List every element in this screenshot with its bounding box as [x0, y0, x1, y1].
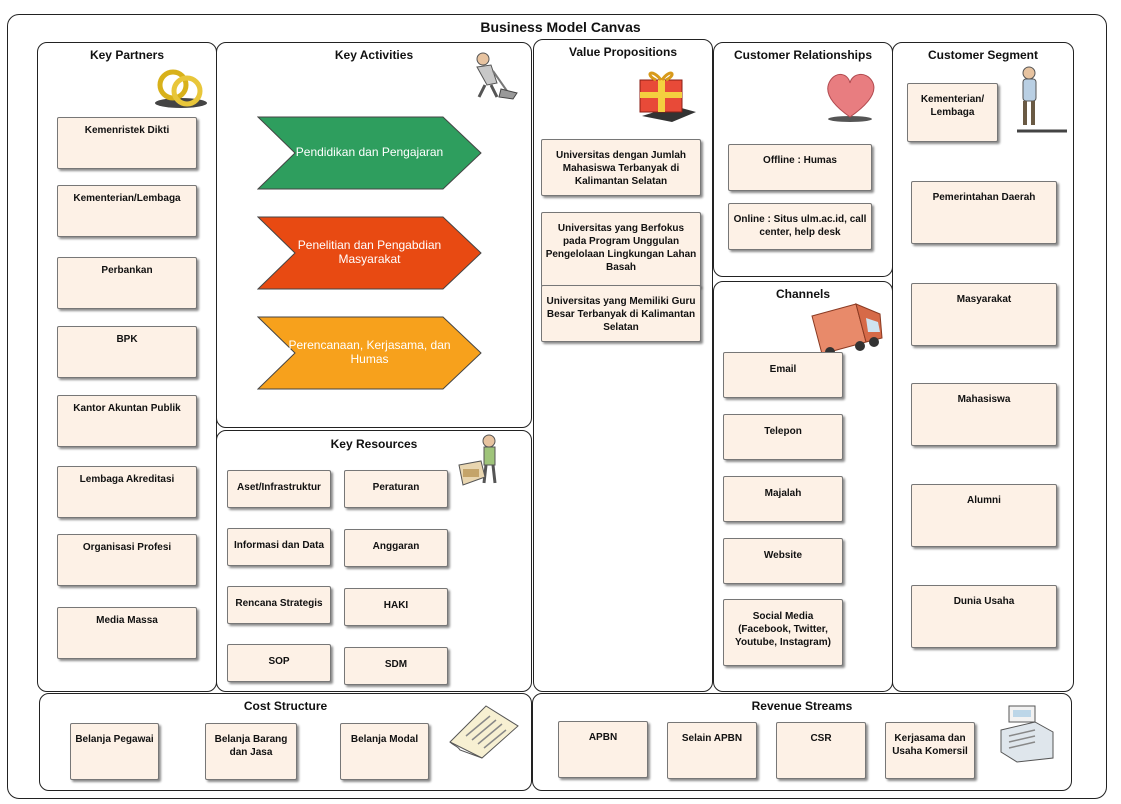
resource-card: Aset/Infrastruktur [227, 470, 331, 508]
resource-card: SOP [227, 644, 331, 682]
cost-card: Belanja Pegawai [70, 723, 159, 780]
segment-card: Masyarakat [911, 283, 1057, 346]
section-cost-structure: Cost Structure Belanja Pegawai Belanja B… [39, 693, 532, 791]
partner-card: BPK [57, 326, 197, 378]
value-card: Universitas dengan Jumlah Mahasiswa Terb… [541, 139, 701, 196]
section-customer-relationships: Customer Relationships Offline : Humas O… [713, 42, 893, 277]
canvas-frame [7, 14, 1107, 799]
section-key-partners: Key Partners Kemenristek Dikti Kementeri… [37, 42, 217, 692]
value-card: Universitas yang Berfokus pada Program U… [541, 212, 701, 287]
resource-card: Rencana Strategis [227, 586, 331, 624]
revenue-card: Kerjasama dan Usaha Komersil [885, 722, 975, 779]
heart-icon [827, 74, 875, 122]
segment-card: Dunia Usaha [911, 585, 1057, 648]
partner-card: Lembaga Akreditasi [57, 466, 197, 518]
section-title: Customer Segment [927, 48, 1039, 62]
channel-card: Social Media (Facebook, Twitter, Youtube… [723, 599, 843, 666]
section-title: Value Propositions [568, 45, 678, 59]
resource-card: HAKI [344, 588, 448, 626]
channel-card: Website [723, 538, 843, 584]
gift-icon [639, 71, 696, 122]
activity-arrow [257, 216, 482, 290]
channel-card: Majalah [723, 476, 843, 522]
section-key-resources: Key Resources Aset/Infrastruktur Peratur… [216, 430, 532, 692]
activity-arrow [257, 116, 482, 190]
section-value-propositions: Value Propositions Universitas dengan Ju… [533, 39, 713, 692]
document-icon [449, 705, 519, 759]
cash-register-icon [1000, 705, 1054, 763]
section-title: Key Activities [334, 48, 414, 62]
resource-card: Peraturan [344, 470, 448, 508]
section-title: Key Resources [330, 437, 418, 451]
activity-label: Penelitian dan Pengabdian Masyarakat [297, 238, 442, 266]
partner-card: Kantor Akuntan Publik [57, 395, 197, 447]
channel-card: Telepon [723, 414, 843, 460]
resource-card: Informasi dan Data [227, 528, 331, 566]
cost-card: Belanja Barang dan Jasa [205, 723, 297, 780]
section-title: Key Partners [89, 48, 165, 62]
activity-arrow [257, 316, 482, 390]
cost-card: Belanja Modal [340, 723, 429, 780]
section-key-activities: Key Activities Pendidikan dan Pengajaran… [216, 42, 532, 428]
revenue-card: APBN [558, 721, 648, 778]
revenue-card: CSR [776, 722, 866, 779]
worker-icon [476, 52, 518, 100]
segment-card: Mahasiswa [911, 383, 1057, 446]
segment-card: Alumni [911, 484, 1057, 547]
partner-card: Perbankan [57, 257, 197, 309]
section-channels: Channels Email Telepon Majalah Website S… [713, 281, 893, 692]
activity-label: Perencanaan, Kerjasama, dan Humas [288, 338, 451, 366]
relationship-card: Offline : Humas [728, 144, 872, 191]
section-title: Revenue Streams [751, 699, 853, 713]
section-customer-segment: Customer Segment Kementerian/ Lembaga Pe… [892, 42, 1074, 692]
value-card: Universitas yang Memiliki Guru Besar Ter… [541, 285, 701, 342]
revenue-card: Selain APBN [667, 722, 757, 779]
section-title: Channels [775, 287, 830, 301]
partner-card: Kementerian/Lembaga [57, 185, 197, 237]
resource-card: Anggaran [344, 529, 448, 567]
section-revenue-streams: Revenue Streams APBN Selain APBN CSR Ker… [532, 693, 1072, 791]
canvas-title: Business Model Canvas [480, 19, 641, 35]
truck-icon [811, 303, 883, 357]
person-with-machine-icon [458, 434, 497, 486]
person-icon [1017, 66, 1067, 133]
section-title: Customer Relationships [733, 48, 873, 62]
partner-card: Organisasi Profesi [57, 534, 197, 586]
section-title: Cost Structure [243, 699, 328, 713]
segment-card: Kementerian/ Lembaga [907, 83, 998, 142]
relationship-card: Online : Situs ulm.ac.id, call center, h… [728, 203, 872, 250]
activity-label: Pendidikan dan Pengajaran [295, 145, 444, 159]
partner-card: Kemenristek Dikti [57, 117, 197, 169]
channel-card: Email [723, 352, 843, 398]
rings-icon [155, 69, 207, 108]
resource-card: SDM [344, 647, 448, 685]
partner-card: Media Massa [57, 607, 197, 659]
segment-card: Pemerintahan Daerah [911, 181, 1057, 244]
